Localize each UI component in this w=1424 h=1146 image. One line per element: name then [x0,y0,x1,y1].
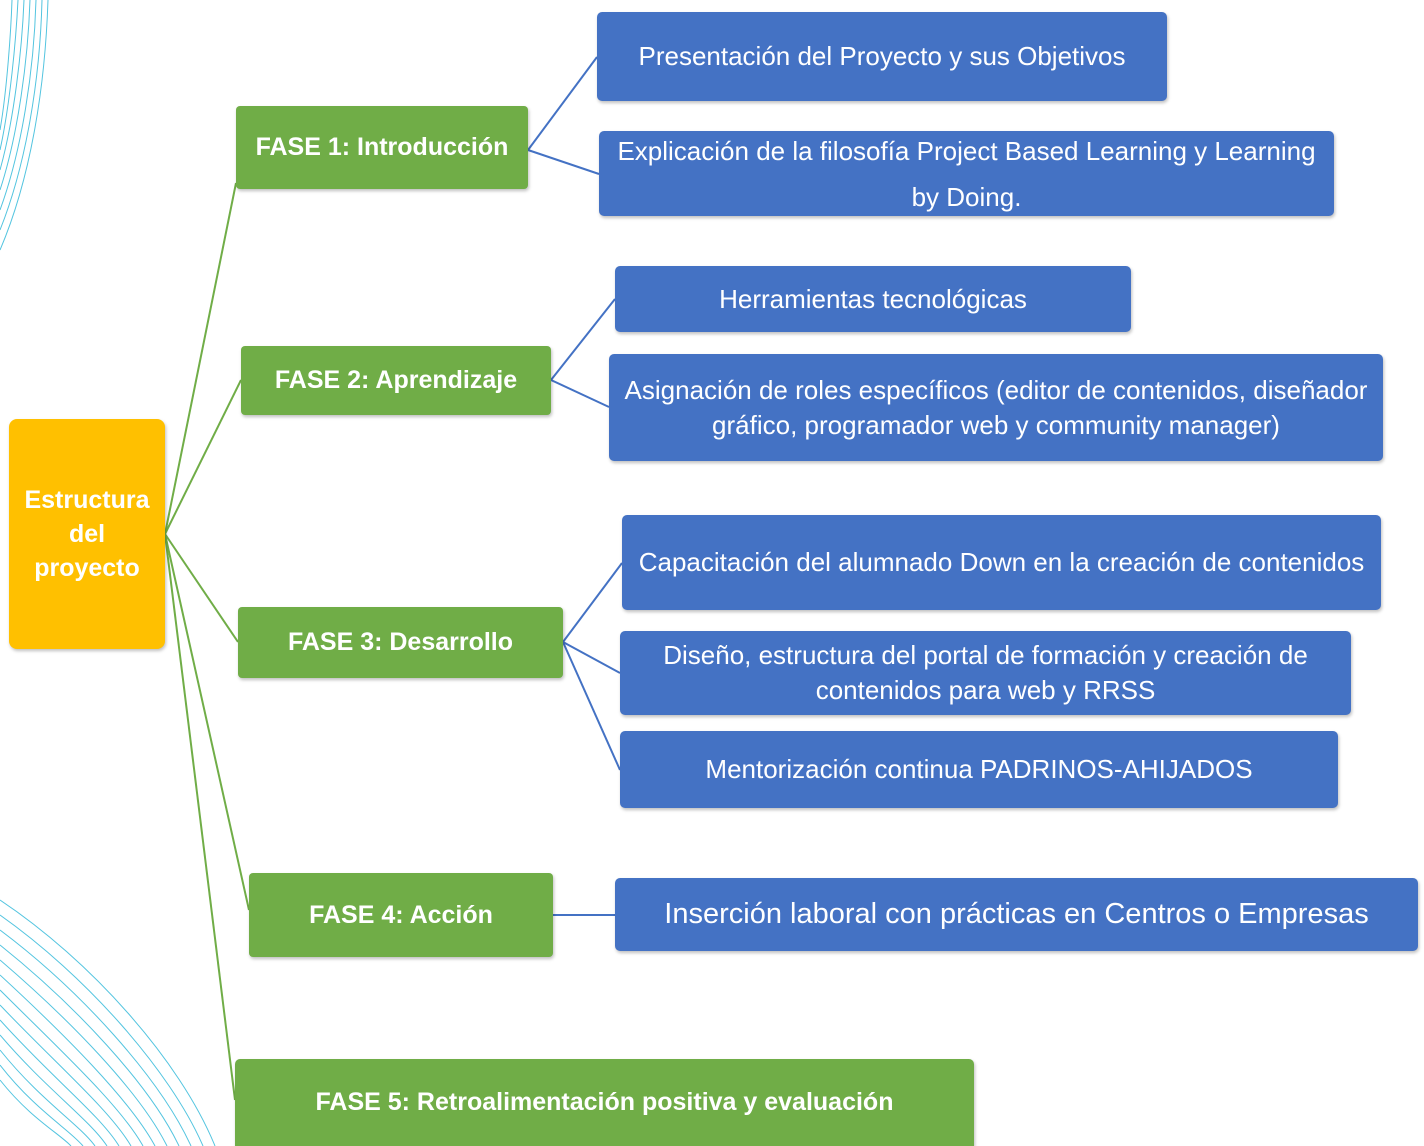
root-connectors [164,182,250,1101]
phase-3-label: FASE 3: Desarrollo [287,628,514,656]
task-label: Inserción laboral con prácticas en Centr… [664,898,1369,930]
phase-node-4: FASE 4: Acción [249,873,553,957]
phase-node-3: FASE 3: Desarrollo [238,607,563,678]
task-label: Asignación de roles específicos (editor … [624,374,1368,440]
task-node-herramientas: Herramientas tecnológicas [615,266,1131,332]
task-label: Herramientas tecnológicas [719,283,1027,314]
task-node-asignacion-roles: Asignación de roles específicos (editor … [609,354,1383,461]
task-label: Presentación del Proyecto y sus Objetivo… [638,41,1126,71]
root-label: Estructura del proyecto [24,486,150,582]
phase-1-label: FASE 1: Introducción [255,133,509,161]
phase-4-label: FASE 4: Acción [309,900,493,929]
task-label: Capacitación del alumnado Down en la cre… [638,547,1365,577]
phase-node-5: FASE 5: Retroalimentación positiva y eva… [235,1059,974,1146]
phase-node-2: FASE 2: Aprendizaje [241,346,551,415]
task-node-mentorizacion: Mentorización continua PADRINOS-AHIJADOS [620,731,1338,808]
phase-node-1: FASE 1: Introducción [236,106,528,189]
phase-2-label: FASE 2: Aprendizaje [274,366,518,394]
task-label: Mentorización continua PADRINOS-AHIJADOS [705,754,1253,784]
phase-5-label: FASE 5: Retroalimentación positiva y eva… [315,1088,894,1116]
task-label: Explicación de la filosofía Project Base… [617,135,1316,212]
task-node-capacitacion: Capacitación del alumnado Down en la cre… [622,515,1381,610]
decorative-wave-lines [0,0,216,1146]
task-label: Diseño, estructura del portal de formaci… [663,640,1308,705]
root-node-estructura: Estructura del proyecto [9,419,165,649]
task-node-presentacion: Presentación del Proyecto y sus Objetivo… [597,12,1167,101]
task-node-explicacion: Explicación de la filosofía Project Base… [599,131,1334,216]
task-node-diseno-portal: Diseño, estructura del portal de formaci… [620,631,1351,715]
phase-connectors [527,56,623,916]
task-node-insercion-laboral: Inserción laboral con prácticas en Centr… [615,878,1418,951]
